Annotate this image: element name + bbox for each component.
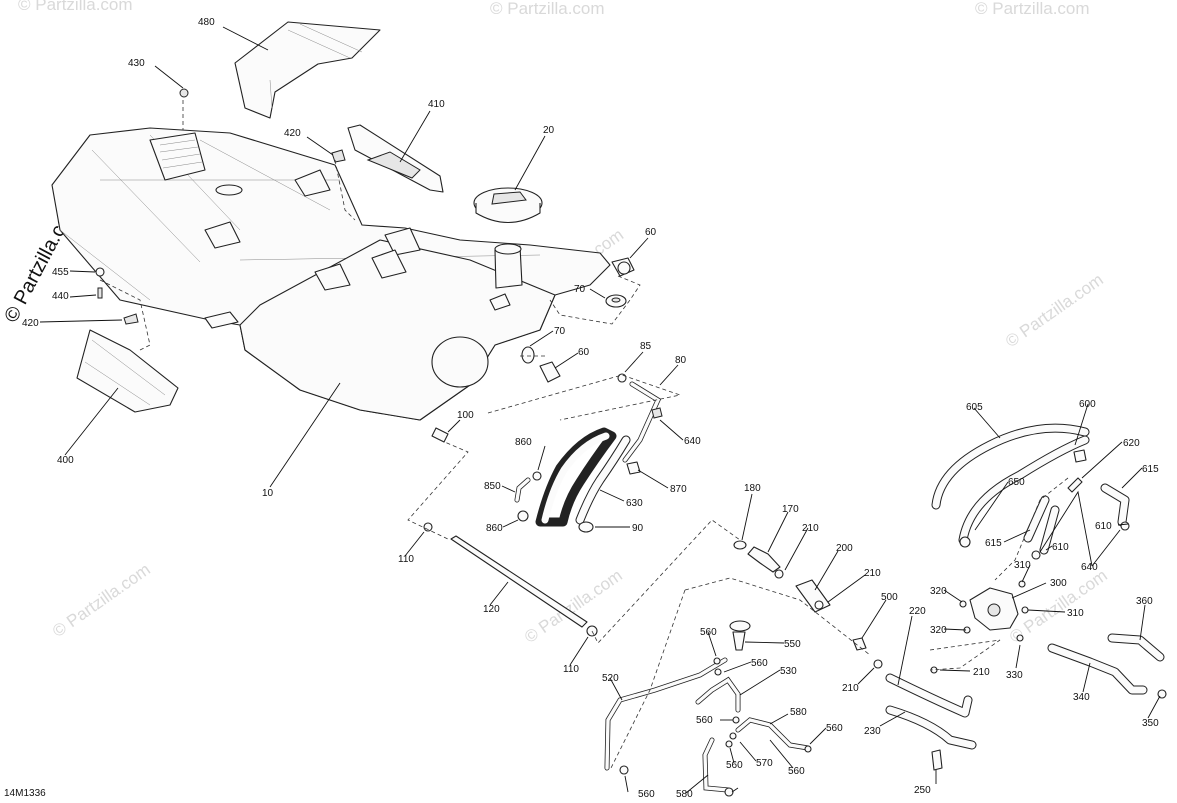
callout-870: 870 [670, 484, 687, 495]
callout-640-b: 640 [1081, 562, 1098, 573]
callout-210-b: 210 [864, 568, 881, 579]
callout-430: 430 [128, 58, 145, 69]
callout-560-e: 560 [788, 766, 805, 777]
callout-320-b: 320 [930, 625, 947, 636]
callout-labels: 480 430 410 420 20 60 70 70 60 85 80 640… [22, 17, 1159, 800]
callout-620: 620 [1123, 438, 1140, 449]
callout-180: 180 [744, 483, 761, 494]
assembly-lines [99, 100, 1069, 771]
callout-600: 600 [1079, 399, 1096, 410]
callout-360: 360 [1136, 596, 1153, 607]
callout-410: 410 [428, 99, 445, 110]
callout-340: 340 [1073, 692, 1090, 703]
heat-shield-480 [234, 21, 381, 119]
callout-100: 100 [457, 410, 474, 421]
callout-560-d: 560 [826, 723, 843, 734]
side-panel-400 [76, 329, 179, 413]
leader-lines [39, 26, 1161, 794]
callout-605: 605 [966, 402, 983, 413]
callout-560-g: 560 [638, 789, 655, 800]
callout-320: 320 [930, 586, 947, 597]
callout-85: 85 [640, 341, 652, 352]
callout-110-b: 110 [563, 664, 579, 675]
callout-210-d: 210 [973, 667, 990, 678]
callout-310-b: 310 [1067, 608, 1084, 619]
callout-615: 615 [1142, 464, 1159, 475]
watermark: © Partzilla.com [490, 0, 605, 18]
callout-570: 570 [756, 758, 773, 769]
callout-200: 200 [836, 543, 853, 554]
callout-420-b: 420 [22, 318, 39, 329]
callout-420: 420 [284, 128, 301, 139]
watermark: © Partzilla.com [18, 0, 133, 14]
callout-860-b: 860 [486, 523, 503, 534]
callout-60-b: 60 [578, 347, 590, 358]
watermark: © Partzilla.com [975, 0, 1090, 18]
callout-210: 210 [802, 523, 819, 534]
callout-560-c: 560 [696, 715, 713, 726]
callout-530: 530 [780, 666, 797, 677]
callout-20: 20 [543, 125, 555, 136]
watermark: © Partzilla.com [1002, 270, 1107, 351]
callout-630: 630 [626, 498, 643, 509]
callout-610-b: 610 [1052, 542, 1069, 553]
callout-580: 580 [790, 707, 807, 718]
callout-400: 400 [57, 455, 74, 466]
callout-120: 120 [483, 604, 500, 615]
callout-330: 330 [1006, 670, 1023, 681]
callout-230: 230 [864, 726, 881, 737]
callout-560: 560 [700, 627, 717, 638]
callout-210-c: 210 [842, 683, 859, 694]
callout-560-f: 560 [726, 760, 743, 771]
callout-170: 170 [782, 504, 799, 515]
callout-110: 110 [398, 554, 414, 565]
callout-550: 550 [784, 639, 801, 650]
callout-220: 220 [909, 606, 926, 617]
watermark: © Partzilla.com [521, 566, 626, 647]
callout-250: 250 [914, 785, 931, 796]
callout-90: 90 [632, 523, 644, 534]
callout-580-b: 580 [676, 789, 693, 800]
callout-70-b: 70 [554, 326, 566, 337]
callout-480: 480 [198, 17, 215, 28]
callout-520: 520 [602, 673, 619, 684]
callout-650: 650 [1008, 477, 1025, 488]
callout-560-b: 560 [751, 658, 768, 669]
callout-60: 60 [645, 227, 657, 238]
callout-455: 455 [52, 267, 69, 278]
callout-350: 350 [1142, 718, 1159, 729]
callout-70: 70 [574, 284, 586, 295]
watermarks: © Partzilla.com © Partzilla.com © Partzi… [0, 0, 1110, 647]
callout-500: 500 [881, 592, 898, 603]
callout-80: 80 [675, 355, 687, 366]
callout-300: 300 [1050, 578, 1067, 589]
callout-310: 310 [1014, 560, 1031, 571]
callout-850: 850 [484, 481, 501, 492]
diagram-code: 14M1336 [4, 788, 46, 799]
callout-615-b: 615 [985, 538, 1002, 549]
watermark: © Partzilla.com [49, 560, 154, 641]
part-drawings [51, 21, 1167, 797]
callout-10: 10 [262, 488, 274, 499]
callout-610: 610 [1095, 521, 1112, 532]
callout-860: 860 [515, 437, 532, 448]
callout-440: 440 [52, 291, 69, 302]
callout-640: 640 [684, 436, 701, 447]
